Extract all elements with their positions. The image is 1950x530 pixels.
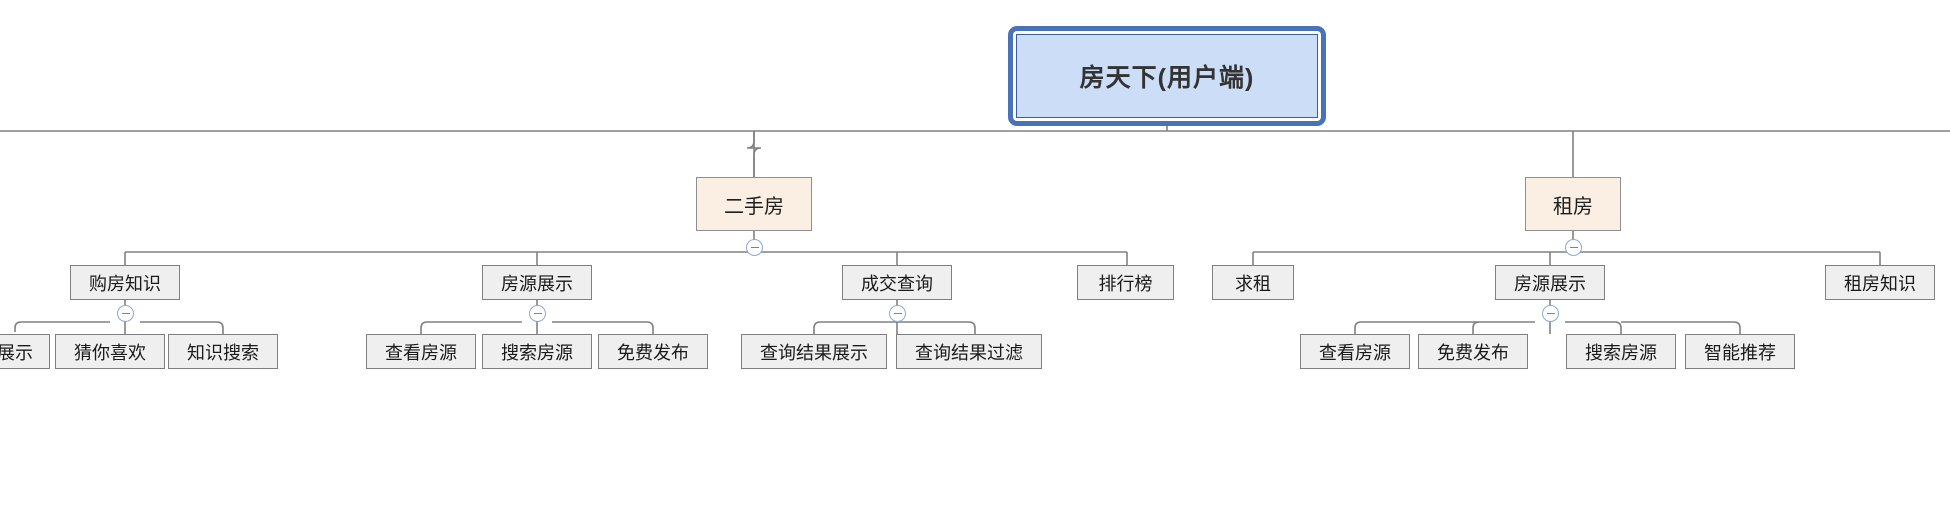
minus-icon bbox=[1546, 312, 1555, 315]
collapse-toggle-chengjiaochaxun[interactable] bbox=[889, 305, 906, 322]
node-zhishisousuo[interactable]: 知识搜索 bbox=[168, 334, 278, 369]
node-chakanfangyuan-zufang[interactable]: 查看房源 bbox=[1300, 334, 1410, 369]
node-label: 租房 bbox=[1553, 195, 1593, 218]
node-label: 搜索房源 bbox=[1585, 342, 1657, 363]
node-label: 求租 bbox=[1235, 273, 1271, 294]
node-cainixihuan[interactable]: 猜你喜欢 bbox=[55, 334, 165, 369]
node-chengjiaochaxun[interactable]: 成交查询 bbox=[842, 265, 952, 300]
node-label: 查询结果过滤 bbox=[915, 342, 1023, 363]
node-label: 查看房源 bbox=[1319, 342, 1391, 363]
node-label: 成交查询 bbox=[861, 273, 933, 294]
node-label: 房源展示 bbox=[1514, 273, 1586, 294]
node-label: 租房知识 bbox=[1844, 273, 1916, 294]
node-goufangzhishi[interactable]: 购房知识 bbox=[70, 265, 180, 300]
edge-fyz1-left bbox=[420, 321, 522, 334]
collapse-toggle-fangyuanzhanshi-ershoufang[interactable] bbox=[529, 305, 546, 322]
node-label: 猜你喜欢 bbox=[74, 342, 146, 363]
node-label: 查看房源 bbox=[385, 342, 457, 363]
minus-icon bbox=[1569, 246, 1578, 249]
edge-fyz2-r2 bbox=[1621, 321, 1741, 334]
root-node[interactable]: 房天下(用户端) bbox=[1008, 26, 1326, 126]
node-zhinengtuijian[interactable]: 智能推荐 bbox=[1685, 334, 1795, 369]
node-chakanfangyuan-ershoufang[interactable]: 查看房源 bbox=[366, 334, 476, 369]
node-paihangbang[interactable]: 排行榜 bbox=[1077, 265, 1174, 300]
edge-fyz2-l1 bbox=[1354, 321, 1535, 334]
node-chaxunjieguozhanshi[interactable]: 查询结果展示 bbox=[741, 334, 887, 369]
edge-spine-to-ershoufang bbox=[746, 131, 762, 177]
edge-cjcx-branch bbox=[813, 321, 976, 334]
node-fangyuanzhanshi-ershoufang[interactable]: 房源展示 bbox=[482, 265, 592, 300]
node-label: 查询结果展示 bbox=[760, 342, 868, 363]
collapse-toggle-goufangzhishi[interactable] bbox=[117, 305, 134, 322]
node-fangyuanzhanshi-zufang[interactable]: 房源展示 bbox=[1495, 265, 1605, 300]
minus-icon bbox=[893, 312, 902, 315]
root-node-label: 房天下(用户端) bbox=[1016, 34, 1318, 118]
node-label: 展示 bbox=[0, 342, 33, 363]
edge-gfz-left bbox=[14, 321, 110, 332]
node-label: 购房知识 bbox=[89, 273, 161, 294]
node-chaxunjieguoguolv[interactable]: 查询结果过滤 bbox=[896, 334, 1042, 369]
node-zufang[interactable]: 租房 bbox=[1525, 177, 1621, 231]
minus-icon bbox=[750, 246, 759, 249]
node-label: 房源展示 bbox=[501, 273, 573, 294]
collapse-toggle-zufang[interactable] bbox=[1565, 239, 1582, 256]
edge-fyz1-right bbox=[552, 321, 654, 334]
minus-icon bbox=[533, 312, 542, 315]
node-label: 知识搜索 bbox=[187, 342, 259, 363]
node-label: 智能推荐 bbox=[1704, 342, 1776, 363]
node-sousuofangyuan-zufang[interactable]: 搜索房源 bbox=[1566, 334, 1676, 369]
node-mianfeifabu-zufang[interactable]: 免费发布 bbox=[1418, 334, 1528, 369]
edge-fyz2-l2 bbox=[1472, 321, 1480, 334]
node-sousuofangyuan-ershoufang[interactable]: 搜索房源 bbox=[482, 334, 592, 369]
node-label: 二手房 bbox=[724, 195, 784, 218]
node-mianfeifabu-ershoufang[interactable]: 免费发布 bbox=[598, 334, 708, 369]
collapse-toggle-fangyuanzhanshi-zufang[interactable] bbox=[1542, 305, 1559, 322]
edge-gfz-right bbox=[140, 321, 224, 334]
node-qiuzu[interactable]: 求租 bbox=[1212, 265, 1294, 300]
node-label: 搜索房源 bbox=[501, 342, 573, 363]
node-zhanshi[interactable]: 展示 bbox=[0, 334, 50, 369]
node-ershoufang[interactable]: 二手房 bbox=[696, 177, 812, 231]
node-label: 免费发布 bbox=[1437, 342, 1509, 363]
collapse-toggle-ershoufang[interactable] bbox=[746, 239, 763, 256]
node-label: 排行榜 bbox=[1098, 273, 1153, 294]
edge-fyz2-r1 bbox=[1565, 321, 1622, 334]
node-label: 免费发布 bbox=[617, 342, 689, 363]
node-zufangzhishi[interactable]: 租房知识 bbox=[1825, 265, 1935, 300]
minus-icon bbox=[121, 312, 130, 315]
